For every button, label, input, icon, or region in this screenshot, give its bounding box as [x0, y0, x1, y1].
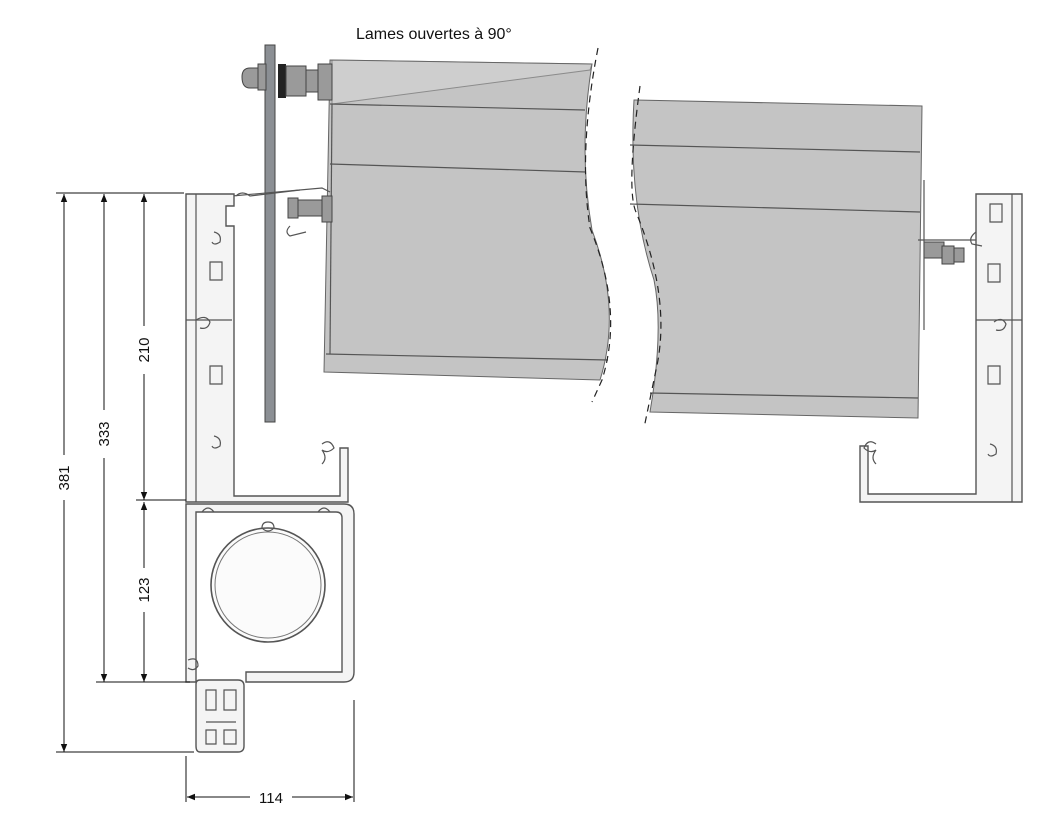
- roller-tube: [210, 527, 326, 643]
- pivot-hardware-top: [241, 63, 333, 101]
- slat-left-section: [323, 47, 612, 403]
- dimension-210: 210: [136, 337, 153, 362]
- dimension-333: 333: [96, 421, 113, 446]
- pivot-hardware-middle: [231, 187, 333, 223]
- left-beam-profile: [185, 189, 349, 503]
- dimension-114: 114: [259, 790, 283, 807]
- dimension-lines: [56, 192, 355, 802]
- dimension-381: 381: [56, 465, 73, 490]
- right-beam-profile: [859, 193, 1023, 503]
- drawing-title: Lames ouvertes à 90°: [356, 26, 512, 43]
- bottom-profile: [195, 679, 245, 753]
- pivot-hardware-right: [918, 180, 976, 330]
- roller-box-profile: [185, 503, 355, 683]
- slat-right-section: [629, 85, 923, 429]
- dimension-123: 123: [136, 577, 153, 602]
- side-plate: [264, 44, 276, 423]
